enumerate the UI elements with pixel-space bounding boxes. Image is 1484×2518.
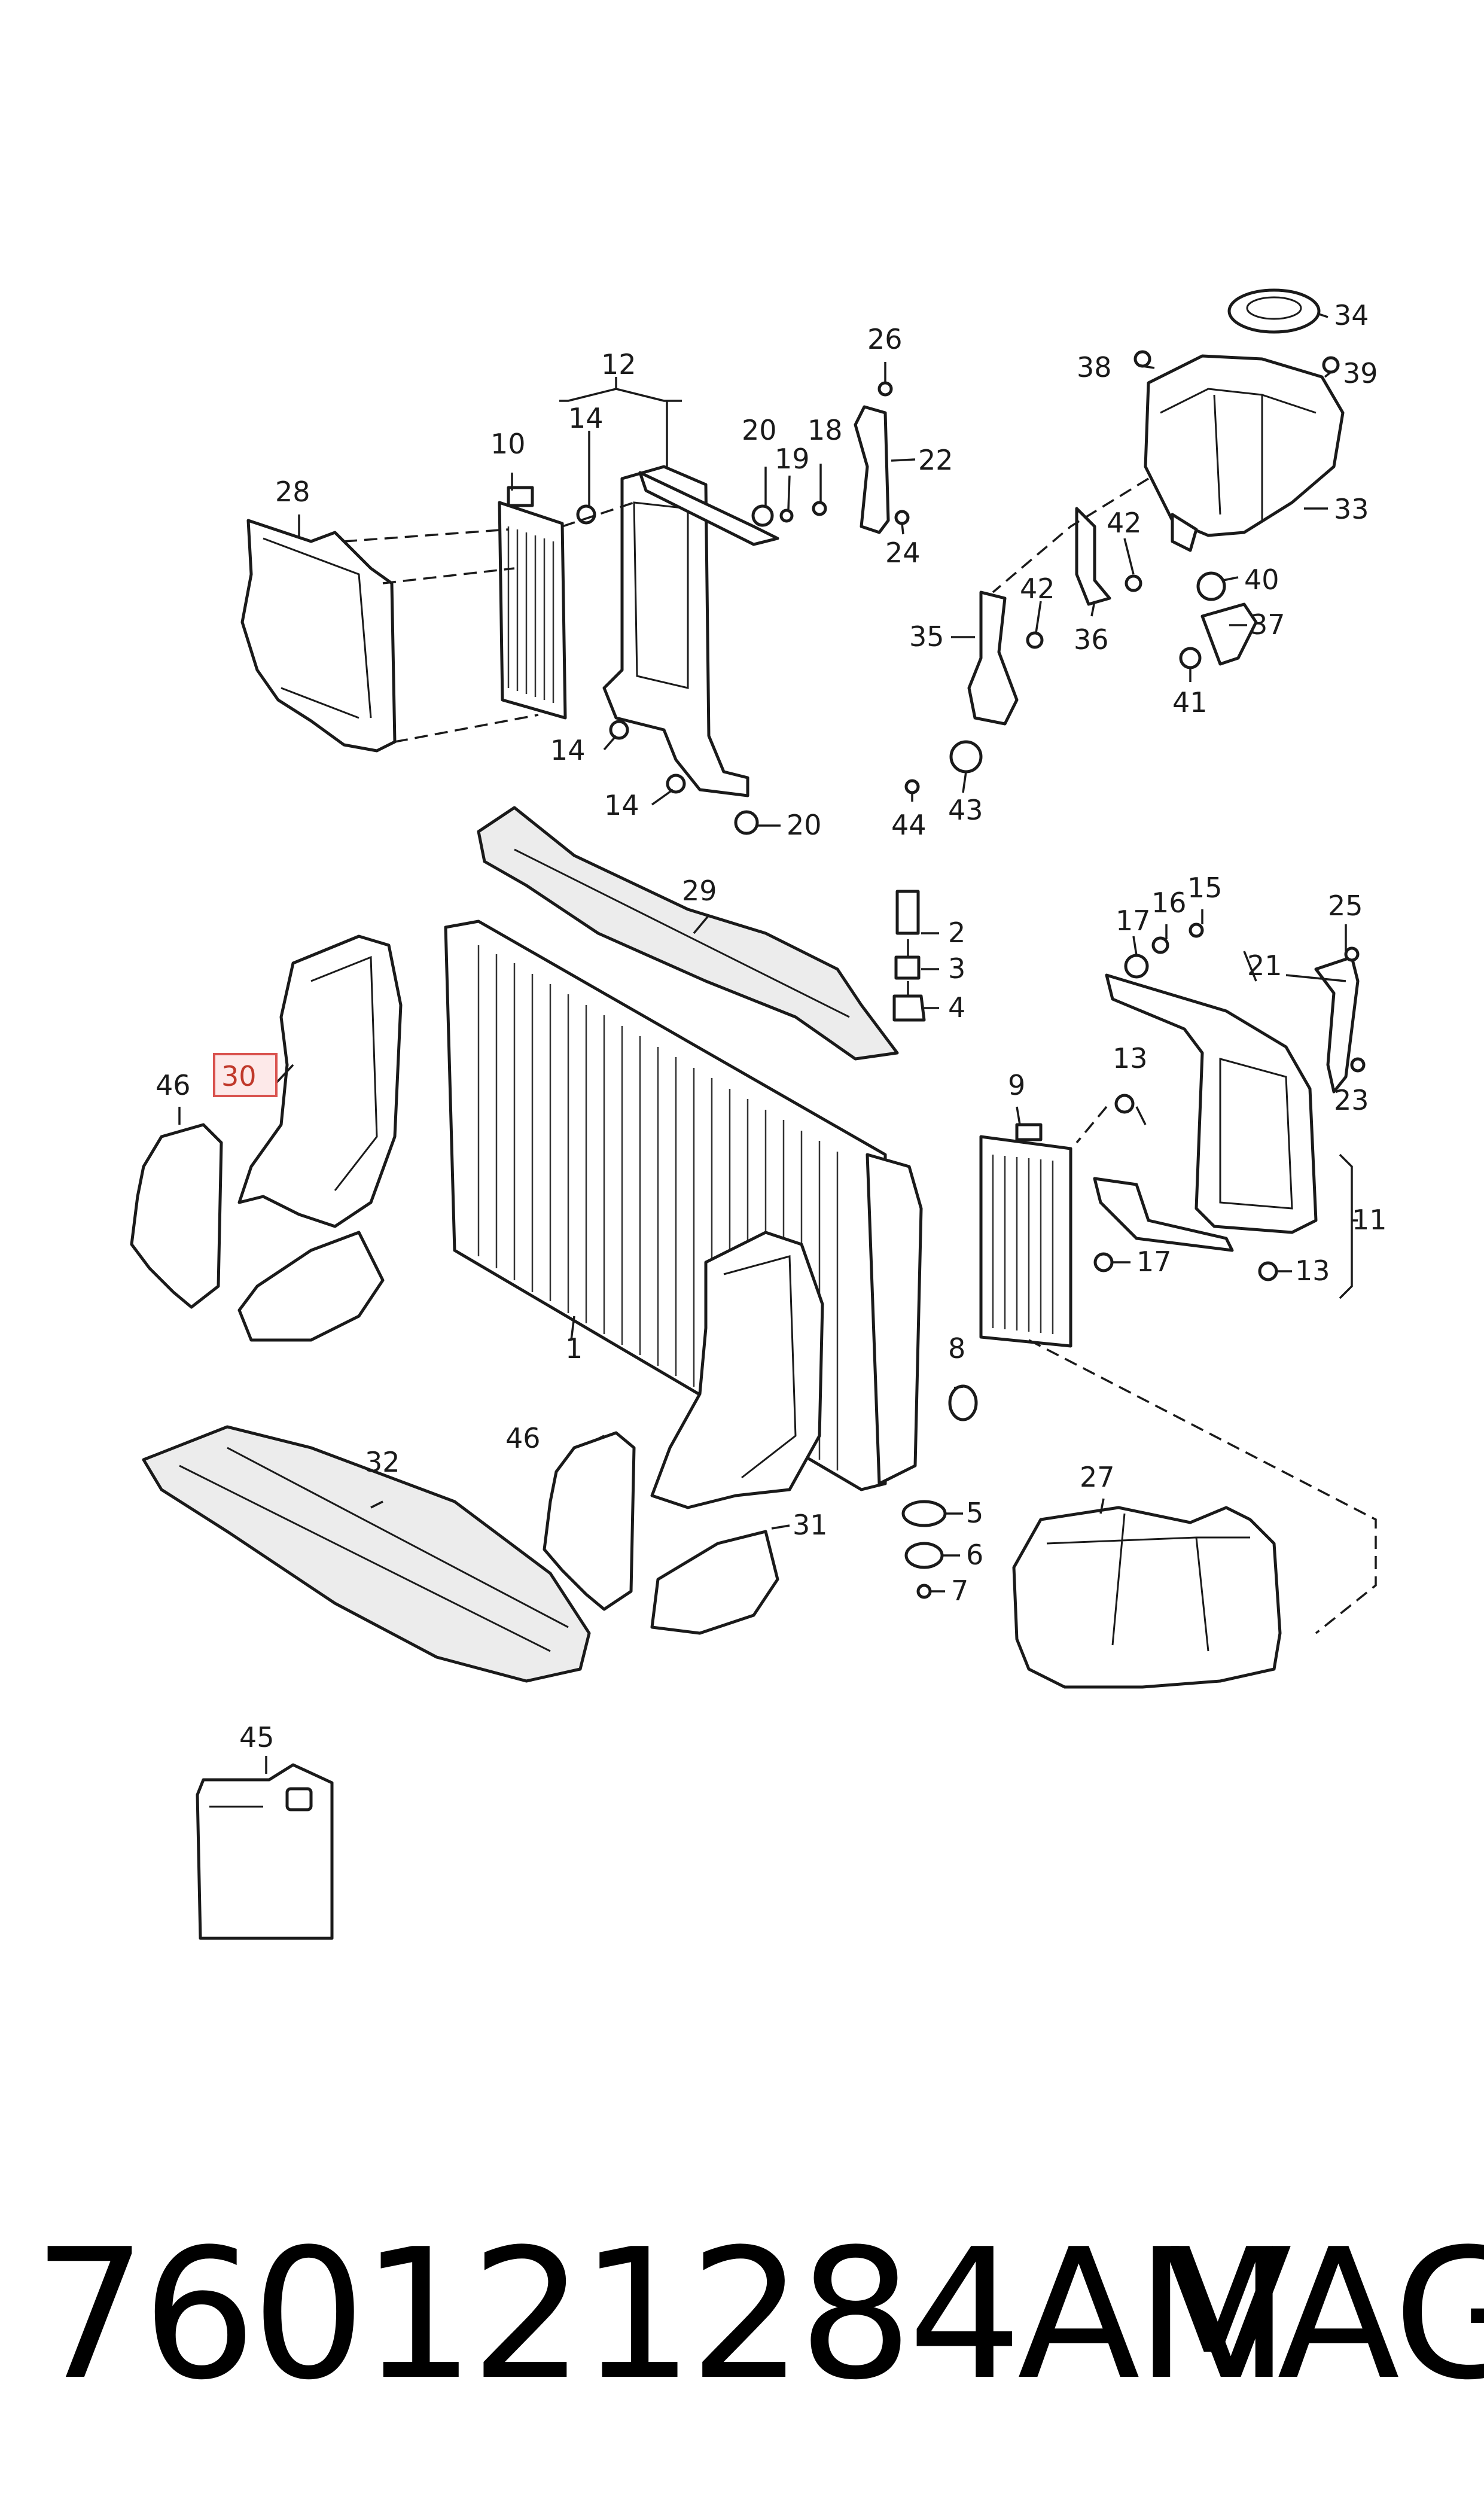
callout-5: 5 [966, 1497, 983, 1529]
callout-33: 33 [1334, 493, 1369, 525]
bracket-22 [854, 405, 890, 534]
brackets-35-36-37 [967, 507, 1258, 726]
callout-46: 46 [505, 1422, 541, 1454]
oil-cooler-9 [979, 1123, 1072, 1348]
callout-1: 1 [565, 1332, 583, 1365]
expansion-tank-33 [1144, 354, 1345, 552]
callout-32: 32 [365, 1446, 400, 1478]
callout-40: 40 [1244, 564, 1279, 596]
air-guide-46-left [130, 1123, 223, 1309]
callout-20: 20 [787, 809, 822, 841]
callout-14: 14 [568, 402, 604, 434]
callout-36: 36 [1074, 623, 1109, 656]
callout-6: 6 [966, 1539, 983, 1571]
callout-42: 42 [1107, 507, 1142, 539]
coolant-container-45 [196, 1763, 334, 1940]
fasteners-mid-right [1093, 922, 1366, 1281]
callout-13: 13 [1113, 1042, 1148, 1074]
air-guide-28 [240, 519, 397, 753]
air-guide-31 [650, 1231, 824, 1635]
callout-13: 13 [1295, 1255, 1330, 1287]
air-duct-29 [477, 806, 899, 1061]
lower-cover-32 [142, 1425, 591, 1683]
callout-31: 31 [793, 1509, 828, 1541]
callout-37: 37 [1250, 608, 1285, 641]
callout-28: 28 [275, 476, 310, 508]
callout-24: 24 [885, 537, 921, 569]
callout-14: 14 [604, 789, 639, 821]
part-number: 760121284AM [33, 2211, 1290, 2419]
callout-27: 27 [1080, 1461, 1115, 1493]
callout-44: 44 [891, 809, 927, 841]
callout-2: 2 [948, 917, 965, 949]
callout-labels: 28 10 12 14 14 14 20 19 18 26 22 24 20 2… [156, 299, 1387, 1753]
air-guide-27 [1012, 1506, 1282, 1689]
callout-35: 35 [909, 620, 944, 653]
callout-20: 20 [742, 414, 777, 446]
callout-26: 26 [867, 323, 903, 355]
callout-29: 29 [682, 875, 717, 907]
callout-38: 38 [1077, 351, 1112, 383]
callout-12: 12 [601, 348, 636, 380]
callout-8: 8 [948, 1332, 965, 1365]
callout-25: 25 [1328, 890, 1363, 922]
callout-3: 3 [948, 952, 965, 985]
highlight-box [213, 1053, 278, 1097]
callout-23: 23 [1334, 1084, 1369, 1116]
callout-18: 18 [807, 414, 843, 446]
callout-15: 15 [1187, 872, 1223, 904]
callout-10: 10 [490, 428, 526, 460]
air-guide-46-middle [543, 1431, 636, 1611]
radiator-mounts-2-8 [892, 890, 978, 1599]
callout-7: 7 [951, 1575, 968, 1607]
callout-14: 14 [550, 734, 586, 766]
fasteners-top-right [904, 350, 1340, 794]
brand-name: VAG [1169, 2211, 1484, 2419]
callout-46: 46 [156, 1069, 191, 1101]
aux-radiator-10 [498, 486, 567, 720]
callout-30-highlighted: 30 [221, 1060, 257, 1092]
leader-lines [178, 313, 1358, 1774]
bracket-12 [602, 465, 779, 797]
bracket-11 [1093, 973, 1318, 1252]
callout-19: 19 [775, 443, 810, 475]
callout-42: 42 [1020, 573, 1055, 605]
callout-45: 45 [239, 1721, 275, 1753]
callout-16: 16 [1151, 887, 1187, 919]
tank-cap-34 [1227, 288, 1321, 334]
air-guide-30 [237, 934, 403, 1342]
bracket-21 [1314, 955, 1360, 1094]
callout-11: 11 [1352, 1204, 1387, 1236]
callout-41: 41 [1172, 686, 1208, 718]
callout-17: 17 [1116, 905, 1151, 937]
callout-34: 34 [1334, 299, 1369, 331]
callout-17: 17 [1136, 1246, 1172, 1278]
fasteners-top-left [576, 381, 910, 835]
callout-43: 43 [948, 794, 983, 826]
callout-39: 39 [1343, 357, 1378, 389]
callout-4: 4 [948, 991, 965, 1024]
callout-22: 22 [918, 444, 953, 476]
callout-21: 21 [1247, 949, 1282, 982]
callout-9: 9 [1008, 1069, 1025, 1101]
